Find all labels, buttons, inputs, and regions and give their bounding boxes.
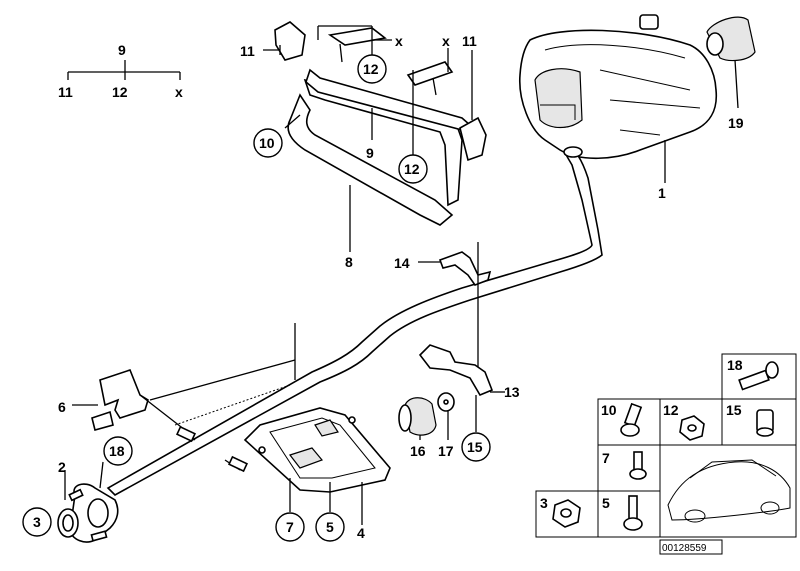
nut-icon-3 xyxy=(552,499,581,528)
label-18: 18 xyxy=(109,443,125,459)
bolt-icon-5 xyxy=(623,495,643,531)
screw-icon-7 xyxy=(629,451,647,480)
kit-label-12: 12 xyxy=(663,402,679,418)
front-flange xyxy=(57,483,119,543)
fastener-kit-grid: 18 10 12 15 7 3 5 xyxy=(535,353,797,538)
tailpipe-tip xyxy=(706,16,756,109)
car-silhouette xyxy=(667,459,791,523)
label-5: 5 xyxy=(326,519,334,535)
label-8: 8 xyxy=(345,254,353,270)
circled-labels: 12 10 12 18 3 7 5 15 xyxy=(22,54,491,542)
legend-top-label: 9 xyxy=(118,42,126,58)
legend-left-label: 11 xyxy=(58,84,73,100)
flange-leaders xyxy=(64,461,104,500)
heat-shield xyxy=(243,407,391,525)
legend-mid-label: 12 xyxy=(112,84,128,100)
nut-icon-12 xyxy=(679,415,705,441)
label-14: 14 xyxy=(394,255,410,271)
hanger-bracket-6 xyxy=(72,323,296,473)
label-11a: 11 xyxy=(240,43,255,59)
diagram-id: 00128559 xyxy=(659,539,723,555)
label-10: 10 xyxy=(259,135,275,151)
label-6: 6 xyxy=(58,399,66,415)
label-7: 7 xyxy=(286,519,294,535)
label-17: 17 xyxy=(438,443,454,459)
label-12a: 12 xyxy=(363,61,379,77)
mount-bracket xyxy=(398,344,505,440)
label-16: 16 xyxy=(410,443,426,459)
label-3: 3 xyxy=(33,514,41,530)
sleeve-nut-icon-15 xyxy=(756,409,774,437)
label-x-a: x xyxy=(395,33,403,49)
label-4: 4 xyxy=(357,525,365,541)
kit-label-3: 3 xyxy=(540,495,548,511)
rear-muffler xyxy=(519,14,718,160)
pipe-clamp xyxy=(418,242,492,372)
bolt-icon-10 xyxy=(620,402,643,437)
main-exhaust-pipe xyxy=(106,146,603,496)
part-labels: 1 2 4 6 8 9 11 11 13 14 16 17 19 x x xyxy=(58,33,744,541)
kit-label-18: 18 xyxy=(727,357,743,373)
kit-label-5: 5 xyxy=(602,495,610,511)
legend-tree: 9 11 12 x xyxy=(58,42,183,100)
label-x-b: x xyxy=(442,33,450,49)
label-12b: 12 xyxy=(404,161,420,177)
label-11b: 11 xyxy=(462,33,477,49)
label-9: 9 xyxy=(366,145,374,161)
stud-icon-18 xyxy=(738,361,779,391)
label-1: 1 xyxy=(658,185,666,201)
label-19: 19 xyxy=(728,115,744,131)
hanger-frame xyxy=(274,21,487,226)
kit-label-15: 15 xyxy=(726,402,742,418)
kit-label-10: 10 xyxy=(601,402,617,418)
diagram-id-text: 00128559 xyxy=(662,543,707,554)
kit-label-7: 7 xyxy=(602,450,610,466)
label-13: 13 xyxy=(504,384,520,400)
top-leaders xyxy=(263,25,666,252)
label-15: 15 xyxy=(467,439,483,455)
label-2: 2 xyxy=(58,459,66,475)
legend-right-label: x xyxy=(175,84,183,100)
